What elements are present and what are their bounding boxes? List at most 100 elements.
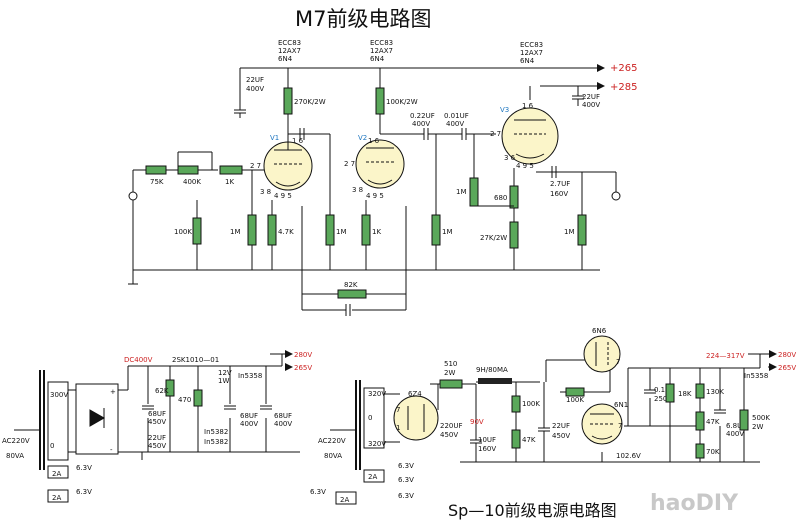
resistor-70k bbox=[695, 443, 705, 459]
tube-6n6-label: 6N6 bbox=[592, 327, 607, 335]
in5358a-label: In5358 bbox=[238, 372, 262, 380]
resistor-510 bbox=[439, 379, 463, 389]
resistor-62k bbox=[165, 379, 175, 397]
tube-6n6 bbox=[583, 335, 621, 373]
r47k-label: 47K bbox=[522, 436, 536, 444]
c68b-label: 68UF bbox=[240, 412, 258, 420]
c022v-label: 400V bbox=[412, 120, 430, 128]
r27k-label: 27K/2W bbox=[480, 234, 507, 242]
tube-v2 bbox=[355, 139, 405, 189]
r500kw-label: 2W bbox=[752, 423, 763, 431]
resistor-100k-c bbox=[565, 387, 585, 397]
pot100k-label: 100K bbox=[174, 228, 192, 236]
resistor-18k bbox=[665, 383, 675, 403]
svg-text:3 8: 3 8 bbox=[260, 188, 271, 196]
psu-right-wiring bbox=[384, 353, 772, 463]
r400k-label: 400K bbox=[183, 178, 201, 186]
plus-label: + bbox=[110, 388, 116, 396]
svg-text:12AX7: 12AX7 bbox=[370, 47, 393, 55]
rectifier-tube-6z4 bbox=[393, 395, 439, 441]
resistor-1k-b bbox=[361, 214, 371, 246]
tube-v1-label: V1 bbox=[270, 134, 279, 142]
t1-2a-label-1: 2A bbox=[52, 470, 61, 478]
r100k2w-label: 100K/2W bbox=[386, 98, 418, 106]
resistor-1k bbox=[219, 165, 243, 175]
r75k-label: 75K bbox=[150, 178, 164, 186]
cap-22uf-label-b: 22UF bbox=[582, 93, 600, 101]
c01v-label: 250V bbox=[654, 395, 672, 403]
t2-63v-label-b: 6.3V bbox=[398, 476, 414, 484]
transformer-1 bbox=[14, 370, 69, 503]
t1-300v-label: 300V bbox=[50, 391, 68, 399]
r4k7-label: 4.7K bbox=[278, 228, 294, 236]
rail-285-label: +285 bbox=[610, 82, 637, 93]
c22b-label: 22UF bbox=[552, 422, 570, 430]
c68c-label: 68UF bbox=[274, 412, 292, 420]
r1k-b-label: 1K bbox=[372, 228, 381, 236]
t1-2a-label-2: 2A bbox=[52, 494, 61, 502]
c68b-v-label: 400V bbox=[240, 420, 258, 428]
resistor-75k bbox=[145, 165, 167, 175]
c10-label: 10UF bbox=[478, 436, 496, 444]
svg-text:6N4: 6N4 bbox=[278, 55, 293, 63]
bridge-rectifier bbox=[68, 353, 300, 460]
svg-text:3 8: 3 8 bbox=[352, 186, 363, 194]
svg-text:4 9 5: 4 9 5 bbox=[516, 162, 534, 170]
tube-6z4-label: 6Z4 bbox=[408, 390, 422, 398]
tube-6n1-label: 6N1 bbox=[614, 401, 628, 409]
r270k-label: 270K/2W bbox=[294, 98, 326, 106]
svg-text:4 9 5: 4 9 5 bbox=[274, 192, 292, 200]
c22a-label: 22UF bbox=[148, 434, 166, 442]
svg-text:7: 7 bbox=[616, 358, 620, 366]
resistor-400k bbox=[177, 165, 199, 175]
svg-text:7: 7 bbox=[396, 406, 400, 414]
c001-label: 0.01UF bbox=[444, 112, 469, 120]
cap-22uf-label-a: 22UF bbox=[246, 76, 264, 84]
c22b-v-label: 450V bbox=[552, 432, 570, 440]
tube-v3 bbox=[501, 107, 559, 165]
transformer-2 bbox=[330, 380, 385, 505]
tube-v3-label: V3 bbox=[500, 106, 509, 114]
resistor-130k bbox=[695, 383, 705, 399]
r130k-label: 130K bbox=[706, 388, 724, 396]
t2-63v-label-c: 6.3V bbox=[310, 488, 326, 496]
c27v-label: 160V bbox=[550, 190, 568, 198]
cap-400v-label-b: 400V bbox=[582, 101, 600, 109]
svg-text:2 7: 2 7 bbox=[490, 130, 501, 138]
resistor-1m-a bbox=[247, 214, 257, 246]
r1m-a-label: 1M bbox=[230, 228, 241, 236]
r18k-label: 18K bbox=[678, 390, 692, 398]
r500k-label: 500K bbox=[752, 414, 770, 422]
r470-label: 470 bbox=[178, 396, 191, 404]
r100k-b-label: 100K bbox=[522, 400, 540, 408]
cap-400v-label-a: 400V bbox=[246, 85, 264, 93]
svg-text:ECC83: ECC83 bbox=[278, 39, 301, 47]
c68a-label: 68UF bbox=[148, 410, 166, 418]
t2-63v-label-d: 6.3V bbox=[398, 492, 414, 500]
t2-va-label: 80VA bbox=[324, 452, 342, 460]
resistor-1m-e bbox=[577, 214, 587, 246]
filter-cap-22uf-b bbox=[572, 95, 584, 106]
tube-v2-label: V2 bbox=[358, 134, 367, 142]
resistor-470 bbox=[193, 389, 203, 407]
t2-0-label: 0 bbox=[368, 414, 372, 422]
svg-text:12AX7: 12AX7 bbox=[278, 47, 301, 55]
psu-title: Sp—10前级电源电路图 bbox=[448, 501, 617, 520]
resistor-100k-2w bbox=[375, 87, 385, 115]
r47k-b-label: 47K bbox=[706, 418, 720, 426]
c01-label: 0.1UF bbox=[654, 386, 674, 394]
minus-label: - bbox=[110, 446, 113, 454]
v90-label: 90V bbox=[470, 418, 484, 426]
resistor-47k bbox=[511, 429, 521, 449]
t2-2a-label-2: 2A bbox=[340, 496, 349, 504]
r82k-label: 82K bbox=[344, 281, 358, 289]
svg-text:2 7: 2 7 bbox=[250, 162, 261, 170]
psu-265v-label-a: 265V bbox=[294, 364, 312, 372]
c27uf-label: 2.7UF bbox=[550, 180, 570, 188]
choke-label: 9H/80MA bbox=[476, 366, 508, 374]
in5382b-label: In5382 bbox=[204, 438, 228, 446]
resistor-1m-d bbox=[469, 177, 479, 207]
t1-63v-label-b: 6.3V bbox=[76, 488, 92, 496]
